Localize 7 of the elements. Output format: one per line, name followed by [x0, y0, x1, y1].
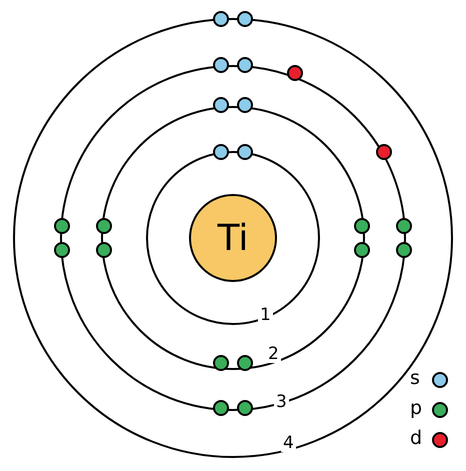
element-symbol: Ti — [218, 218, 248, 258]
legend-label: p — [410, 398, 422, 418]
shell-number: 4 — [281, 434, 296, 452]
shell-number: 2 — [266, 345, 281, 363]
legend-label: d — [410, 428, 422, 448]
legend-label: s — [410, 368, 420, 388]
shell-number: 1 — [258, 306, 273, 324]
